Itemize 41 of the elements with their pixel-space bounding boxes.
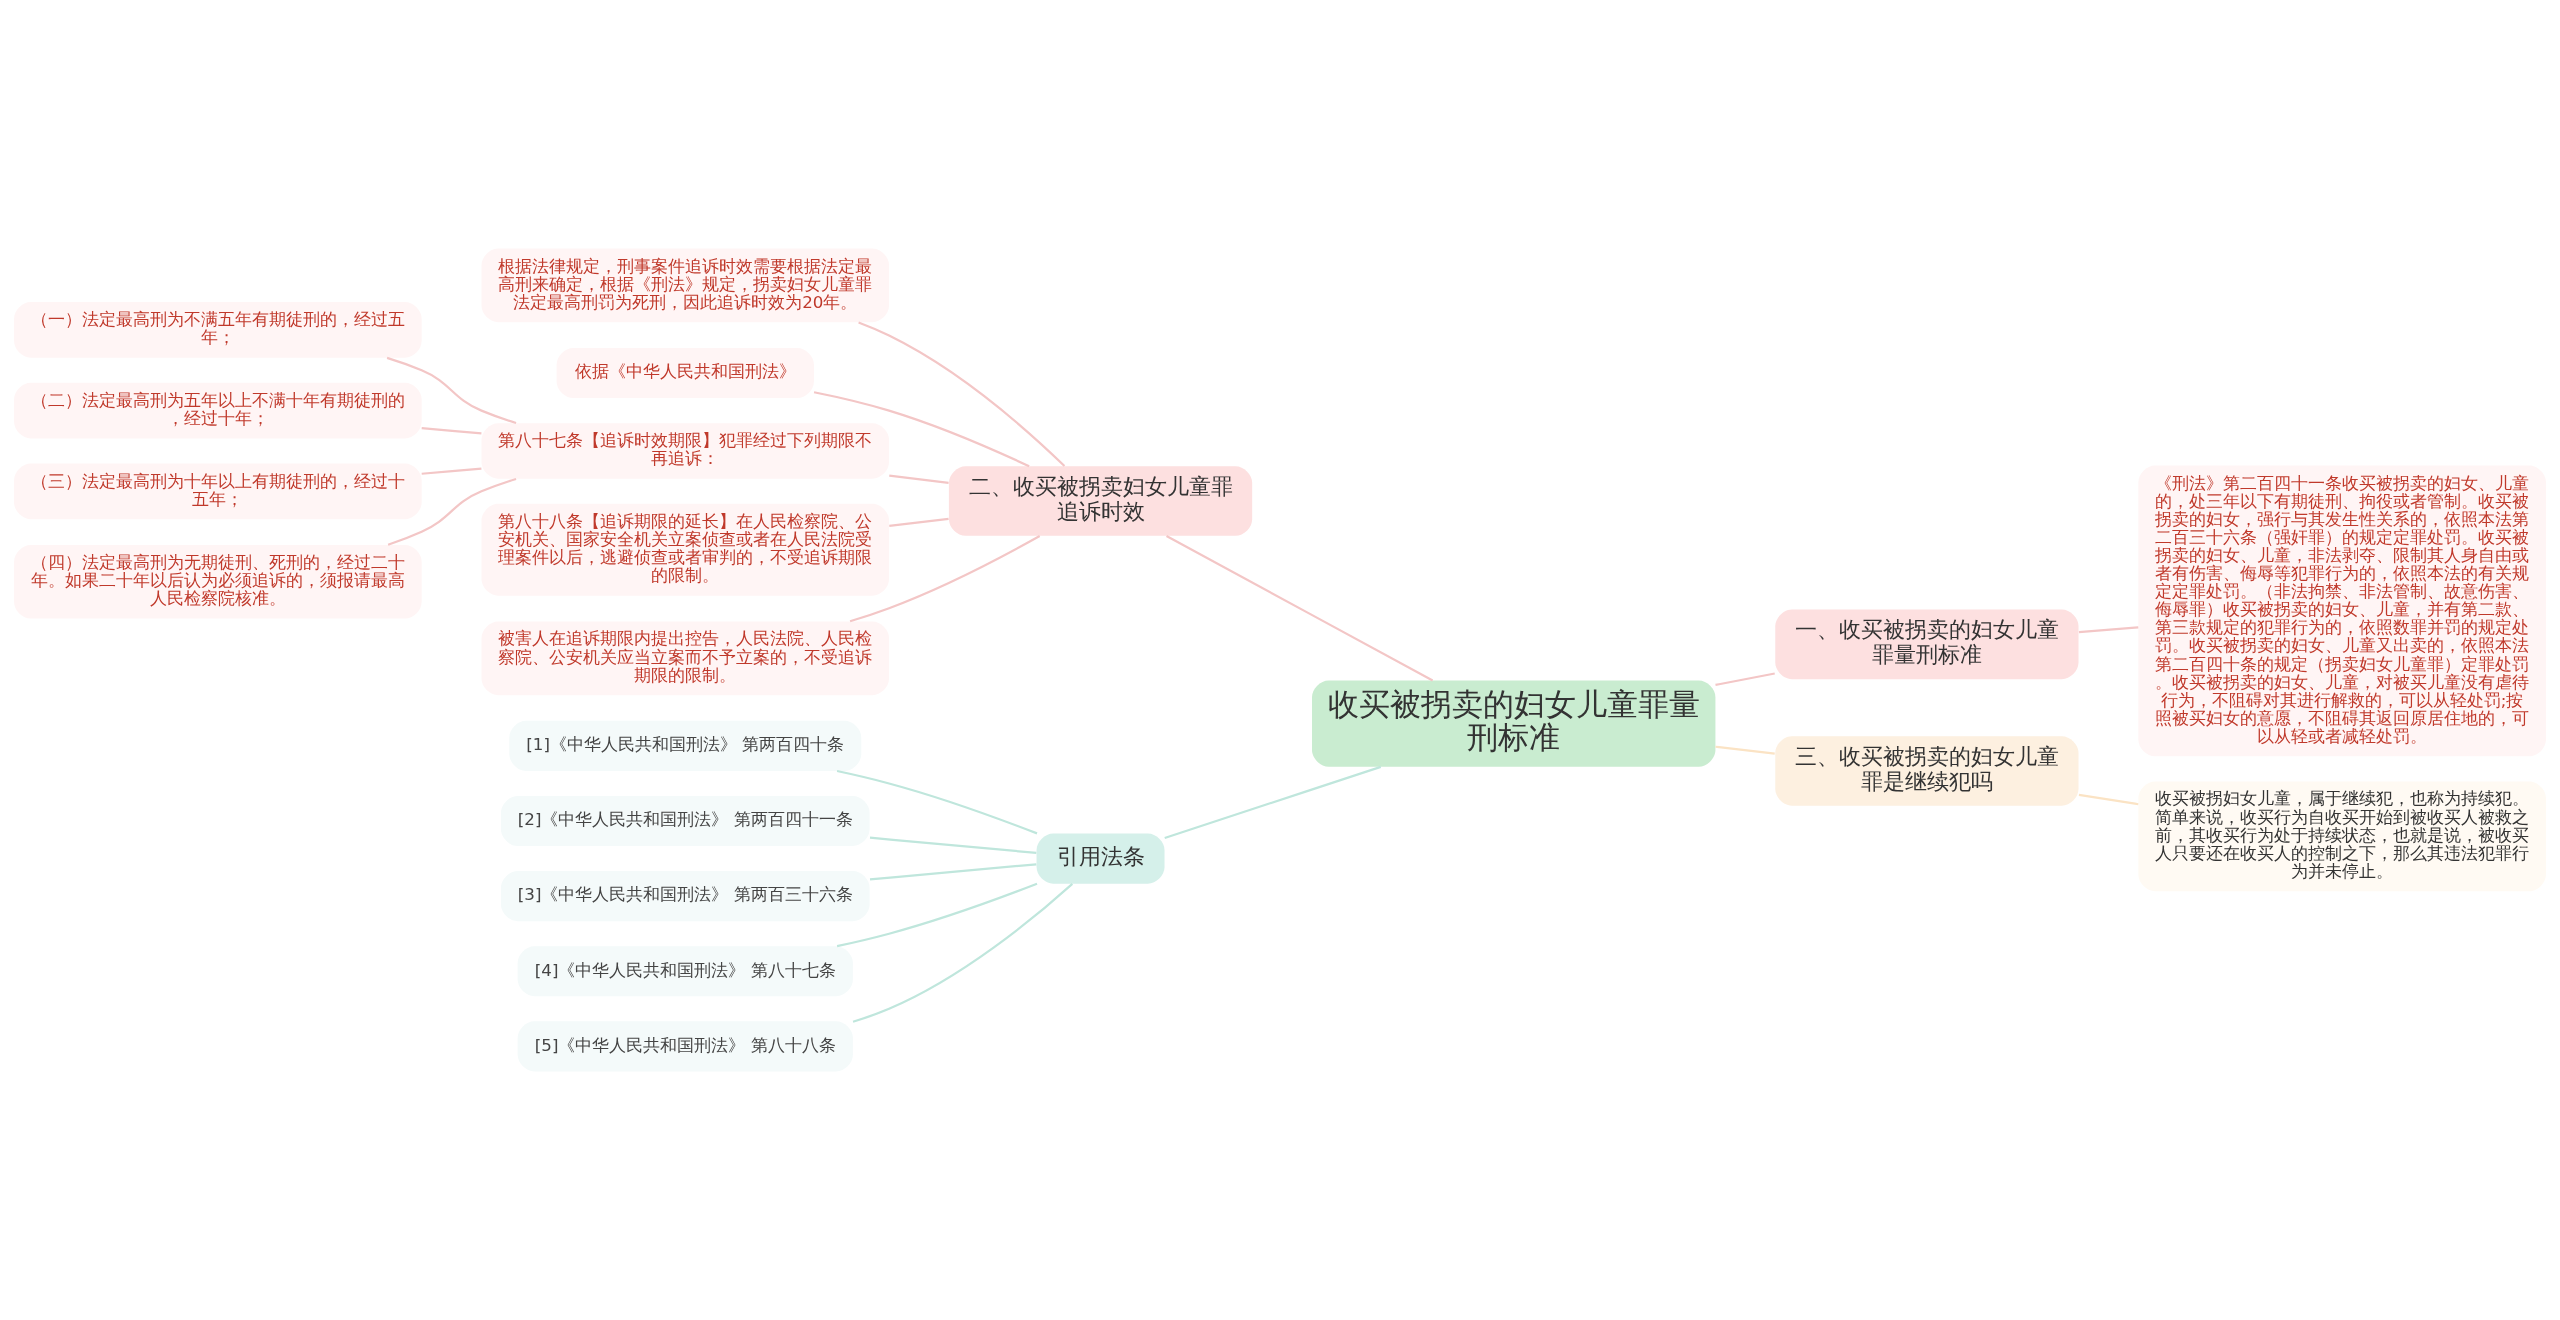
connector xyxy=(1715,745,1775,755)
connector xyxy=(421,467,482,475)
node-box: 收买被拐妇女儿童，属于继续犯，也称为持续犯。简单来说，收买行为自收买开始到被收买人被救之前，其收买行为处于持续状态，也就是说，被收买人只要还在收买人的控制之下，那么其违法犯罪行为并未停止。 xyxy=(2138,781,2546,892)
connector xyxy=(852,882,1074,1023)
node-box: （一）法定最高刑为不满五年有期徒刑的，经过五年； xyxy=(14,302,422,358)
connector xyxy=(869,863,1037,881)
node-box: [4]《中华人民共和国刑法》 第八十七条 xyxy=(517,946,853,997)
node-box: 二、收买被拐卖妇女儿童罪追诉时效 xyxy=(948,466,1253,536)
node-box: [5]《中华人民共和国刑法》 第八十八条 xyxy=(517,1021,853,1072)
node-box: 一、收买被拐卖的妇女儿童罪量刑标准 xyxy=(1775,609,2079,680)
node-box: 第八十七条【追诉时效期限】犯罪经过下列期限不再追诉： xyxy=(481,423,890,479)
node-box: 被害人在追诉期限内提出控告，人民法院、人民检察院、公安机关应当立案而不予立案的，不受追诉期限的限制。 xyxy=(481,621,890,696)
node-box: [1]《中华人民共和国刑法》 第两百四十条 xyxy=(509,720,862,771)
node-box: [3]《中华人民共和国刑法》 第两百三十六条 xyxy=(500,871,870,922)
node-box: 依据《中华人民共和国刑法》 xyxy=(556,348,814,399)
node-box: 根据法律规定，刑事案件追诉时效需要根据法定最高刑来确定，根据《刑法》规定，拐卖妇女儿童罪法定最高刑罚为死刑，因此追诉时效为20年。 xyxy=(481,248,890,323)
connector xyxy=(889,517,949,527)
connector xyxy=(1165,535,1434,682)
connector xyxy=(2078,793,2139,806)
node-box: [2]《中华人民共和国刑法》 第两百四十一条 xyxy=(500,796,870,847)
node-box: 第八十八条【追诉期限的延长】在人民检察院、公安机关、国家安全机关立案侦查或者在人民法院受理案件以后，逃避侦查或者审判的，不受追诉期限的限制。 xyxy=(481,503,890,596)
connector xyxy=(849,535,1041,623)
connector xyxy=(889,474,949,484)
connector xyxy=(836,882,1038,948)
node-box: 《刑法》第二百四十一条收买被拐卖的妇女、儿童的，处三年以下有期徒刑、拘役或者管制。收买被拐卖的妇女，强行与其发生性关系的，依照本法第二百三十六条（强奸罪）的规定定罪处罚。收买被拐卖的妇女、儿童，非法剥夺、限制其人身自由或者有伤害、侮辱等犯罪行为的，依照本法的有关规定定罪处罚。（非法拘禁、非法管制、故意伤害、侮辱罪）收买被拐卖的妇女、儿童，并有第二款、第三款规定的犯罪行为的，依照数罪并罚的规定处罚。收买被拐卖的妇女、儿童又出卖的，依照本法第二百四十条的规定（拐卖妇女儿童罪）定罪处罚。收买被拐卖的妇女、儿童，对被买儿童没有虐待行为，不阻碍对其进行解救的，可以从轻处罚;按照被买妇女的意愿，不阻碍其返回原居住地的，可以从轻或者减轻处罚。 xyxy=(2138,465,2546,757)
node-box: 引用法条 xyxy=(1036,833,1165,884)
connector xyxy=(858,321,1066,467)
connector xyxy=(2078,626,2139,634)
connector xyxy=(1715,672,1775,687)
connector xyxy=(813,391,1030,468)
connector xyxy=(387,477,517,546)
connector xyxy=(386,356,517,425)
node-box: 收买被拐卖的妇女儿童罪量刑标准 xyxy=(1312,680,1716,767)
connector xyxy=(869,836,1037,854)
node-box: （二）法定最高刑为五年以上不满十年有期徒刑的，经过十年； xyxy=(14,382,422,439)
node-box: （三）法定最高刑为十年以上有期徒刑的，经过十五年； xyxy=(14,463,422,520)
connector xyxy=(1164,765,1382,839)
node-box: （四）法定最高刑为无期徒刑、死刑的，经过二十年。如果二十年以后认为必须追诉的，须报请最高人民检察院核准。 xyxy=(14,544,422,619)
connector xyxy=(421,427,482,435)
connector xyxy=(836,769,1038,835)
node-box: 三、收买被拐卖的妇女儿童罪是继续犯吗 xyxy=(1775,736,2079,806)
